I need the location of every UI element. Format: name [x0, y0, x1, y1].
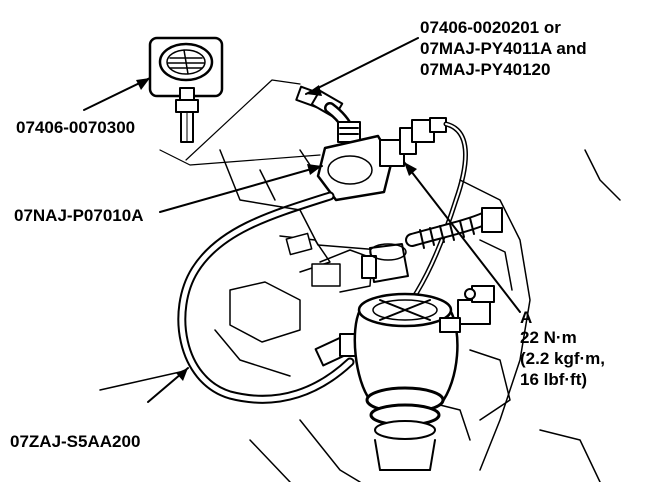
- label-gauge-part: 07406-0070300: [16, 118, 136, 137]
- label-fitting-part: 07NAJ-P07010A: [14, 206, 144, 225]
- label-adapter-part-3: 07MAJ-PY40120: [420, 60, 551, 79]
- corrugated-duct: [405, 207, 503, 249]
- label-adapter-part-2: 07MAJ-PY4011A and: [420, 39, 587, 58]
- engine-block: [99, 149, 621, 483]
- label-hose-part: 07ZAJ-S5AA200: [10, 432, 141, 451]
- pressure-gauge: [148, 36, 224, 143]
- label-torque-kgfm: (2.2 kgf·m,: [520, 349, 606, 368]
- regulator-assembly: [353, 243, 495, 471]
- label-callout-a: A: [520, 308, 533, 327]
- label-torque-nm: 22 N·m: [520, 328, 577, 347]
- label-adapter-part-1: 07406-0020201 or: [420, 18, 561, 37]
- label-torque-lbfft: 16 lbf·ft): [520, 370, 588, 389]
- hose-loop: [177, 191, 363, 404]
